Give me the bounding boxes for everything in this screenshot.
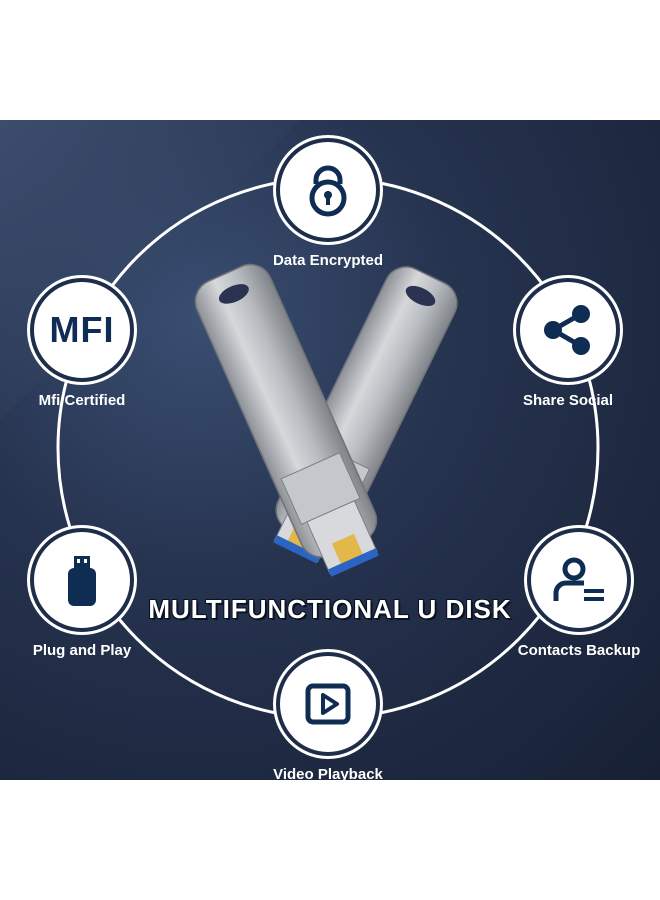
feature-label: Video Playback (273, 766, 383, 780)
feature-mfi-certified: MFI Mfi Certified (0, 278, 177, 409)
contact-card-icon (527, 528, 631, 632)
feature-share-social: Share Social (473, 278, 660, 409)
play-icon (276, 652, 380, 756)
feature-label: Mfi Certified (38, 392, 126, 409)
mfi-logo-text: MFI (49, 309, 115, 350)
feature-data-encrypted: Data Encrypted (233, 138, 423, 269)
feature-label: Plug and Play (32, 642, 132, 659)
lock-icon (276, 138, 380, 242)
feature-contacts-backup: Contacts Backup (484, 528, 660, 659)
feature-label: Data Encrypted (272, 252, 384, 269)
headline: MULTIFUNCTIONAL U DISK (148, 594, 512, 624)
feature-label: Contacts Backup (517, 642, 641, 659)
feature-plug-and-play: Plug and Play (0, 528, 177, 659)
usb-drive-left (194, 263, 379, 577)
product-banner: Data Encrypted MFI Mfi Certified Share S… (0, 120, 660, 780)
mfi-logo: MFI (30, 278, 134, 382)
feature-video-playback: Video Playback (233, 652, 423, 780)
usb-drive-icon (30, 528, 134, 632)
feature-label: Share Social (522, 392, 614, 409)
share-icon (516, 278, 620, 382)
